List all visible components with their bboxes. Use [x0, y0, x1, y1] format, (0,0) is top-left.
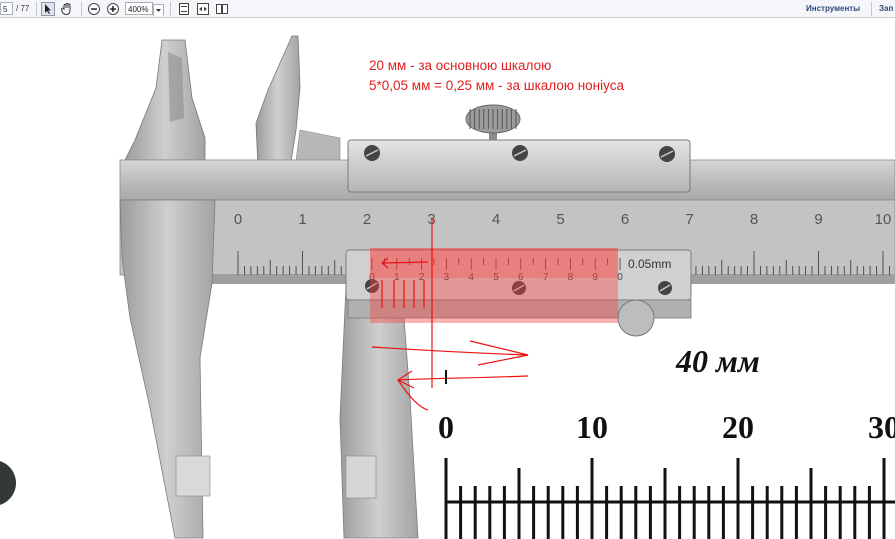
vernier-scale-label: 3 — [444, 272, 450, 283]
main-scale-label: 2 — [363, 211, 371, 228]
ruler-inset-title: 40 мм — [675, 343, 760, 379]
fixed-upper-jaw — [124, 39, 206, 161]
two-page-icon[interactable] — [215, 2, 229, 16]
vernier-scale-label: 7 — [543, 272, 549, 283]
jaw-highlight — [168, 52, 184, 122]
sliding-lower-jaw — [339, 285, 419, 539]
vernier-scale-label: 4 — [468, 272, 474, 283]
screw-icon — [512, 145, 528, 161]
tools-menu-button[interactable]: Инструменты — [806, 4, 861, 13]
main-scale-label: 6 — [621, 211, 629, 228]
vernier-scale-labels: 0 1 2 3 4 5 6 7 8 9 0 — [369, 272, 623, 283]
page-total-label: / 77 — [16, 4, 30, 13]
vernier-precision-label: 0.05mm — [628, 257, 671, 271]
toolbar-separator — [36, 2, 37, 16]
ruler-inset-ticks — [444, 458, 895, 539]
zoom-dropdown-chevron-icon[interactable] — [153, 2, 164, 17]
zoom-level-select[interactable]: 400% — [125, 2, 153, 15]
main-scale-label: 8 — [750, 211, 758, 228]
hand-tool-icon[interactable] — [60, 2, 74, 16]
main-scale-label: 7 — [685, 211, 693, 228]
zoom-in-icon[interactable] — [106, 2, 120, 16]
sliding-upper-jaw — [255, 35, 301, 169]
main-scale-label: 9 — [814, 211, 822, 228]
toolbar-separator — [81, 2, 82, 16]
vernier-scale-label: 0 — [617, 272, 623, 283]
vernier-scale-label: 9 — [592, 272, 598, 283]
vernier-highlight — [370, 248, 618, 323]
main-scale-label: 4 — [492, 211, 500, 228]
vernier-scale-label: 6 — [518, 272, 524, 283]
screw-icon — [364, 145, 380, 161]
fit-page-icon[interactable] — [177, 2, 191, 16]
ruler-inset-label: 0 — [438, 409, 454, 445]
sliding-jaw-tip — [345, 455, 377, 499]
comment-menu-button[interactable]: Зап — [879, 4, 894, 13]
ruler-inset-label: 20 — [722, 409, 754, 445]
ruler-inset-label: 10 — [576, 409, 608, 445]
annotation-vernier-scale: 5*0,05 мм = 0,25 мм - за шкалою ноніуса — [369, 78, 624, 93]
ruler-inset-labels: 0 10 20 30 — [438, 409, 895, 445]
fixed-lower-jaw — [119, 199, 216, 539]
jaw-tip — [175, 455, 211, 497]
page-number-input[interactable]: 5 — [0, 2, 13, 15]
vernier-scale-label: 5 — [493, 272, 499, 283]
fit-width-icon[interactable] — [196, 2, 210, 16]
ruler-inset-label: 30 — [868, 409, 895, 445]
main-scale-label: 0 — [234, 211, 242, 228]
vernier-scale-label: 0 — [369, 272, 375, 283]
vernier-scale-label: 2 — [419, 272, 425, 283]
thumb-screw-stem — [489, 128, 497, 140]
main-scale-label: 10 — [875, 211, 892, 228]
vernier-highlight-top — [370, 248, 618, 278]
screw-icon — [659, 146, 675, 162]
screw-icon — [365, 279, 379, 293]
vernier-lower-rail — [347, 299, 692, 319]
lock-roller — [617, 299, 655, 337]
vernier-scale-ticks — [371, 258, 621, 270]
thumb-screw-knurl — [469, 109, 517, 129]
main-scale-label: 1 — [298, 211, 306, 228]
annotation-main-scale: 20 мм - за основною шкалою — [369, 58, 552, 73]
toolbar-separator — [871, 2, 872, 16]
slider-top-block — [347, 139, 691, 193]
toolbar-separator — [170, 2, 171, 16]
vernier-scale-label: 8 — [568, 272, 574, 283]
red-annotation-strokes — [371, 218, 529, 411]
pdf-toolbar: 5 / 77 400% Инструменты Зап — [0, 0, 895, 18]
screw-icon — [658, 281, 672, 295]
screw-icon — [512, 281, 526, 295]
select-tool-icon[interactable] — [41, 2, 55, 16]
zoom-out-icon[interactable] — [87, 2, 101, 16]
side-panel-toggle[interactable] — [0, 460, 16, 506]
main-scale-label: 5 — [556, 211, 564, 228]
vernier-scale-label: 1 — [394, 272, 400, 283]
